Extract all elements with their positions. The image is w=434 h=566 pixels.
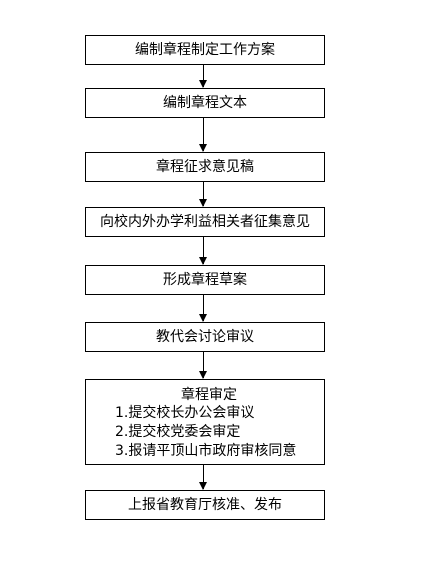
step-box-6: 教代会讨论审议 — [85, 322, 325, 352]
step-label-3: 章程征求意见稿 — [156, 159, 254, 175]
review-substeps: 1.提交校长办公会审议 2.提交校党委会审定 3.报请平顶山市政府审核同意 — [86, 404, 324, 461]
step-label-1: 编制章程制定工作方案 — [135, 42, 275, 58]
flow-arrow-1 — [199, 65, 207, 88]
review-substep-3: 3.报请平顶山市政府审核同意 — [115, 443, 297, 459]
step-box-8: 上报省教育厅核准、发布 — [85, 490, 325, 520]
flow-arrow-2 — [199, 118, 207, 152]
flow-arrow-3 — [199, 182, 207, 207]
step-box-4: 向校内外办学利益相关者征集意见 — [85, 207, 325, 237]
step-label-5: 形成章程草案 — [163, 272, 247, 288]
step-box-2: 编制章程文本 — [85, 88, 325, 118]
step-box-5: 形成章程草案 — [85, 265, 325, 295]
step-label-4: 向校内外办学利益相关者征集意见 — [100, 214, 310, 230]
step-label-7: 章程审定 — [181, 387, 237, 403]
flow-arrow-6 — [199, 352, 207, 379]
step-label-2: 编制章程文本 — [163, 95, 247, 111]
review-substep-1: 1.提交校长办公会审议 — [115, 405, 255, 421]
step-box-1: 编制章程制定工作方案 — [85, 35, 325, 65]
step-label-8: 上报省教育厅核准、发布 — [128, 497, 282, 513]
review-substep-2: 2.提交校党委会审定 — [115, 424, 241, 440]
flow-arrow-5 — [199, 295, 207, 322]
flow-arrow-7 — [199, 465, 207, 490]
step-label-6: 教代会讨论审议 — [156, 329, 254, 345]
step-box-3: 章程征求意见稿 — [85, 152, 325, 182]
flow-arrow-4 — [199, 237, 207, 265]
step-box-7: 章程审定 1.提交校长办公会审议 2.提交校党委会审定 3.报请平顶山市政府审核… — [85, 379, 325, 465]
